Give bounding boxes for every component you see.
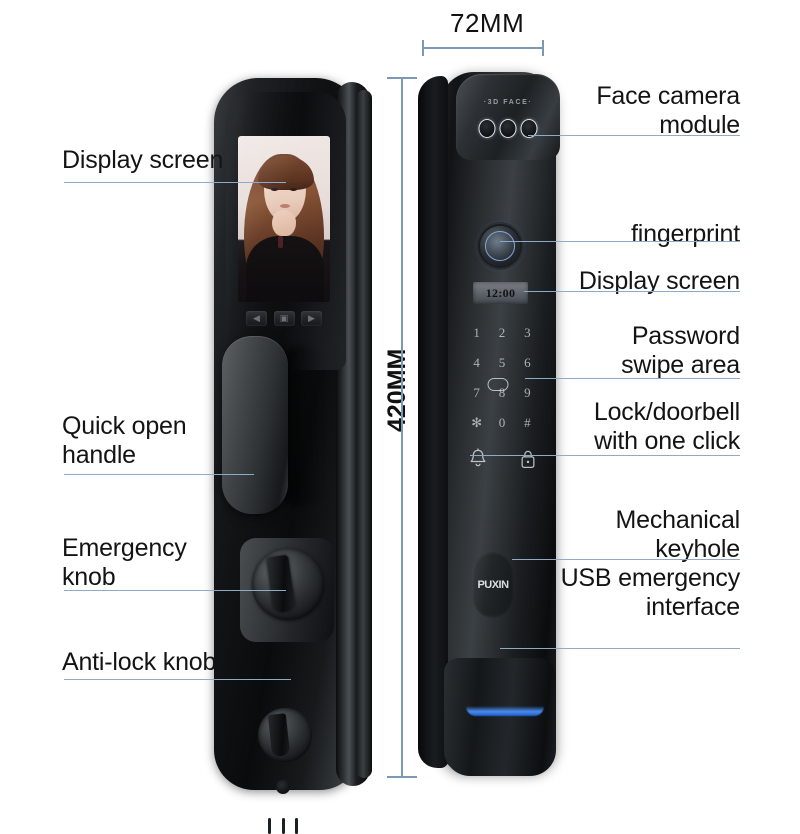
nav-next-button[interactable]: ▶ bbox=[301, 310, 322, 326]
mechanical-keyhole-cover[interactable]: PUXIN bbox=[472, 552, 514, 618]
leader-usb-emergency bbox=[500, 648, 740, 649]
photo-necklace bbox=[278, 236, 283, 248]
fingerprint-icon bbox=[485, 231, 515, 261]
screen-glare bbox=[238, 136, 330, 302]
nav-confirm-button[interactable]: ▣ bbox=[273, 310, 295, 326]
home-indicator-icon bbox=[487, 378, 509, 391]
indoor-panel-side-highlight bbox=[356, 90, 372, 778]
label-usb-emergency: USB emergency interface bbox=[560, 564, 741, 621]
leader-emergency-knob bbox=[64, 590, 286, 591]
lock-icon[interactable] bbox=[518, 448, 538, 470]
leader-display-screen bbox=[64, 182, 286, 183]
label-lock-doorbell: Lock/doorbell with one click bbox=[593, 398, 740, 455]
face-camera-label: ·3D FACE· bbox=[483, 99, 533, 106]
outdoor-display-screen: 12:00 bbox=[473, 282, 528, 304]
keypad-key-8[interactable]: 8 bbox=[498, 385, 506, 400]
outdoor-panel-side-edge bbox=[418, 76, 448, 768]
keypad-key-star[interactable]: ✻ bbox=[471, 415, 483, 430]
indoor-display-screen[interactable] bbox=[238, 136, 330, 302]
emergency-knob[interactable] bbox=[252, 548, 324, 620]
label-fingerprint: fingerprint bbox=[631, 220, 740, 248]
leader-lock-doorbell bbox=[470, 455, 740, 456]
label-emergency-knob: Emergency knob bbox=[62, 534, 187, 591]
anti-lock-knob-tab bbox=[267, 713, 291, 757]
leader-face-camera-module bbox=[528, 135, 740, 136]
keypad-key-3[interactable]: 3 bbox=[524, 325, 531, 340]
label-mechanical-keyhole: Mechanical keyhole bbox=[615, 506, 741, 563]
keypad-key-9[interactable]: 9 bbox=[524, 385, 531, 400]
chevron-right-icon: ▶ bbox=[308, 312, 315, 323]
dimension-width-tick-right bbox=[542, 40, 544, 56]
photo-eyebrow-right bbox=[289, 183, 298, 185]
keypad-key-6[interactable]: 6 bbox=[524, 355, 531, 370]
photo-hand bbox=[272, 210, 296, 236]
keypad-key-4[interactable]: 4 bbox=[473, 355, 480, 370]
label-face-camera-module: Face camera module bbox=[596, 82, 740, 139]
speaker-slits bbox=[268, 818, 298, 834]
chevron-left-icon: ◀ bbox=[253, 312, 260, 323]
leader-password-swipe-area bbox=[525, 378, 740, 379]
dimension-height-label: 420MM bbox=[383, 348, 411, 432]
action-icon-row bbox=[468, 448, 538, 470]
outdoor-lower-bulge bbox=[444, 658, 556, 776]
keypad-key-hash[interactable]: # bbox=[524, 415, 531, 430]
camera-lens-icon bbox=[478, 119, 496, 138]
face-camera-module[interactable]: ·3D FACE· bbox=[456, 74, 560, 160]
dimension-height-tick-top bbox=[387, 77, 417, 79]
indoor-nav-buttons: ◀ ▣ ▶ bbox=[246, 309, 322, 327]
anti-lock-knob[interactable] bbox=[258, 708, 312, 762]
photo-lips bbox=[280, 204, 290, 208]
reset-hole bbox=[276, 780, 290, 794]
leader-quick-open-handle bbox=[64, 474, 254, 475]
outdoor-panel-body bbox=[440, 72, 556, 772]
quick-open-handle[interactable] bbox=[222, 336, 288, 514]
keypad-key-2[interactable]: 2 bbox=[498, 325, 506, 340]
time-display-value: 12:00 bbox=[485, 285, 516, 300]
photo-hair-top bbox=[258, 156, 314, 190]
label-password-swipe-area: Password swipe area bbox=[621, 322, 740, 379]
nav-previous-button[interactable]: ◀ bbox=[246, 310, 267, 326]
label-display-screen: Display screen bbox=[62, 146, 224, 174]
label-anti-lock-knob: Anti-lock knob bbox=[62, 648, 217, 676]
outdoor-panel-device: ·3D FACE· 12:00 1 2 3 4 5 6 7 8 9 ✻ 0 # bbox=[418, 60, 578, 790]
photo-eye-left bbox=[271, 188, 278, 191]
photo-torso bbox=[246, 236, 324, 302]
leader-fingerprint bbox=[500, 241, 740, 242]
confirm-icon: ▣ bbox=[279, 312, 289, 323]
dimension-height-tick-bottom bbox=[387, 776, 417, 778]
product-diagram: ◀ ▣ ▶ ·3D FACE· 12:00 1 2 bbox=[62, 8, 741, 834]
dimension-width-tick-left bbox=[422, 40, 424, 56]
indoor-panel-device: ◀ ▣ ▶ bbox=[196, 78, 374, 834]
usb-emergency-interface[interactable] bbox=[466, 706, 544, 716]
keypad-key-7[interactable]: 7 bbox=[473, 385, 480, 400]
label-display-screen-2: Display screen bbox=[578, 267, 740, 295]
camera-lens-group bbox=[478, 119, 538, 138]
dimension-width-line bbox=[422, 47, 544, 49]
photo-eyebrow-left bbox=[270, 183, 279, 185]
doorbell-icon[interactable] bbox=[468, 448, 488, 470]
leader-display-screen-2 bbox=[524, 291, 740, 292]
camera-lens-icon bbox=[520, 119, 538, 138]
keypad-key-5[interactable]: 5 bbox=[498, 355, 506, 370]
leader-anti-lock-knob bbox=[64, 679, 291, 680]
leader-mechanical-keyhole bbox=[512, 559, 740, 560]
brand-logo: PUXIN bbox=[477, 579, 509, 591]
fingerprint-sensor[interactable] bbox=[480, 226, 520, 266]
camera-lens-icon bbox=[499, 119, 517, 138]
keypad-key-1[interactable]: 1 bbox=[473, 325, 480, 340]
dimension-width-label: 72MM bbox=[450, 8, 525, 38]
password-swipe-area[interactable]: 1 2 3 4 5 6 7 8 9 ✻ 0 # bbox=[464, 318, 540, 438]
dimension-height-line bbox=[401, 77, 403, 778]
photo-eye-right bbox=[290, 188, 297, 191]
keypad-key-0[interactable]: 0 bbox=[498, 415, 506, 430]
label-quick-open-handle: Quick open handle bbox=[62, 412, 187, 469]
